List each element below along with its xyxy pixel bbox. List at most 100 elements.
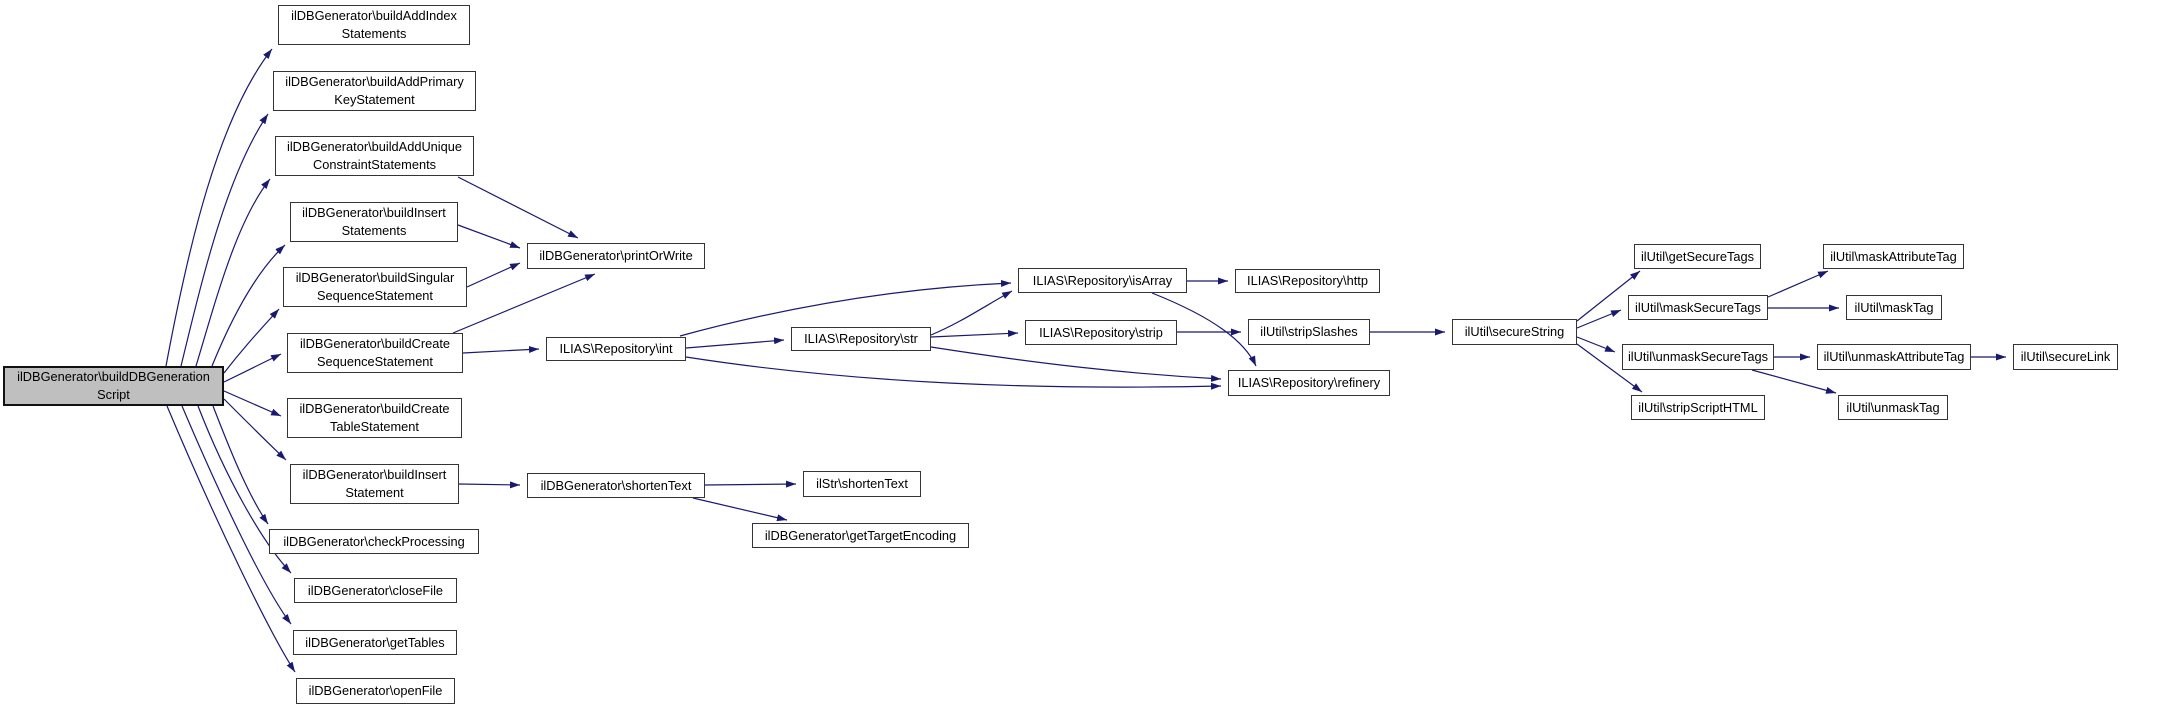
edge-buildDBGenerationScript-to-checkProcessing	[212, 405, 269, 525]
node-maskTag[interactable]: ilUtil\maskTag	[1846, 295, 1942, 320]
node-str[interactable]: ILIAS\Repository\str	[791, 327, 931, 351]
node-maskSecureTags[interactable]: ilUtil\maskSecureTags	[1628, 295, 1768, 320]
edge-buildDBGenerationScript-to-buildAddUniqueConstraintStatements	[195, 178, 271, 367]
edge-unmaskSecureTags-to-unmaskTag	[1751, 369, 1837, 394]
node-http[interactable]: ILIAS\Repository\http	[1235, 269, 1380, 293]
edge-buildAddUniqueConstraintStatements-to-printOrWrite	[457, 176, 579, 239]
node-label-line: KeyStatement	[334, 92, 415, 107]
node-secureString[interactable]: ilUtil\secureString	[1452, 319, 1577, 345]
edge-int-to-str	[685, 337, 785, 349]
node-label-line: ilDBGenerator\getTables	[305, 634, 445, 650]
edge-secureString-to-getSecureTags	[1576, 270, 1641, 322]
node-label-line: ilDBGenerator\buildCreate	[299, 336, 451, 351]
node-label-line: ilUtil\secureLink	[2020, 349, 2111, 364]
edge-buildDBGenerationScript-to-buildAddPrimaryKeyStatement	[180, 113, 269, 367]
node-label-line: Statements	[341, 223, 407, 238]
node-unmaskAttributeTag[interactable]: ilUtil\unmaskAttributeTag	[1817, 344, 1971, 370]
edge-str-to-strip	[930, 329, 1019, 338]
node-stripSlashes[interactable]: ilUtil\stripSlashes	[1248, 319, 1370, 345]
node-label-line: SequenceStatement	[317, 288, 433, 303]
node-label-line: ilUtil\getSecureTags	[1640, 248, 1755, 264]
node-label-line: ilDBGenerator\closeFile	[307, 582, 444, 598]
node-label-line: ilDBGenerator\buildCreate	[299, 401, 450, 416]
node-shortenText[interactable]: ilDBGenerator\shortenText	[527, 473, 705, 498]
node-label-line: ilUtil\unmaskSecureTags	[1627, 349, 1769, 364]
node-secureLink[interactable]: ilUtil\secureLink	[2013, 344, 2118, 370]
node-getTargetEncoding[interactable]: ilDBGenerator\getTargetEncoding	[752, 523, 969, 548]
node-label-line: ILIAS\Repository\str	[804, 331, 918, 346]
node-label-line: Statements	[341, 26, 407, 41]
node-label-line: ConstraintStatements	[312, 157, 437, 172]
node-label-line: ilUtil\maskTag	[1854, 299, 1934, 315]
node-printOrWrite[interactable]: ilDBGenerator\printOrWrite	[527, 243, 705, 269]
node-openFile[interactable]: ilDBGenerator\openFile	[296, 678, 455, 704]
node-label-line: ilDBGenerator\buildAddUnique	[287, 139, 462, 154]
node-label-line: ilDBGenerator\buildSingular	[295, 270, 455, 285]
node-unmaskSecureTags[interactable]: ilUtil\unmaskSecureTags	[1622, 344, 1774, 370]
edge-buildDBGenerationScript-to-openFile	[166, 405, 296, 673]
node-label-line: SequenceStatement	[317, 354, 433, 369]
edge-secureString-to-stripScriptHTML	[1576, 343, 1643, 393]
edge-secureString-to-maskSecureTags	[1576, 309, 1622, 329]
edge-buildInsertStatements-to-printOrWrite	[457, 224, 521, 249]
node-getTables[interactable]: ilDBGenerator\getTables	[293, 630, 457, 655]
node-label-line: ilUtil\unmaskAttributeTag	[1823, 349, 1965, 364]
node-label-line: ilUtil\stripSlashes	[1260, 324, 1358, 339]
edge-shortenText-to-getTargetEncoding	[692, 497, 788, 522]
node-label-line: ilDBGenerator\buildAddPrimary	[285, 74, 464, 89]
edge-buildCreateSequenceStatement-to-printOrWrite	[452, 273, 596, 334]
node-strip[interactable]: ILIAS\Repository\strip	[1025, 320, 1177, 345]
node-stripScriptHTML[interactable]: ilUtil\stripScriptHTML	[1631, 395, 1765, 420]
edge-buildDBGenerationScript-to-buildInsertStatement	[223, 398, 287, 461]
node-label-line: ilUtil\maskSecureTags	[1635, 299, 1761, 315]
node-label-line: TableStatement	[330, 419, 419, 434]
node-isArray[interactable]: ILIAS\Repository\isArray	[1018, 268, 1187, 293]
edge-buildDBGenerationScript-to-buildCreateTableStatement	[223, 390, 282, 417]
node-refinery[interactable]: ILIAS\Repository\refinery	[1228, 370, 1390, 396]
node-label-line: ilUtil\maskAttributeTag	[1830, 248, 1957, 264]
node-unmaskTag[interactable]: ilUtil\unmaskTag	[1838, 395, 1948, 420]
node-label-line: ILIAS\Repository\int	[559, 341, 673, 356]
node-int[interactable]: ILIAS\Repository\int	[546, 337, 686, 361]
edge-buildDBGenerationScript-to-buildAddIndexStatements	[165, 48, 273, 367]
node-label-line: Statement	[345, 485, 404, 500]
node-getSecureTags[interactable]: ilUtil\getSecureTags	[1634, 244, 1761, 269]
node-closeFile[interactable]: ilDBGenerator\closeFile	[294, 578, 457, 603]
node-label-line: ilDBGenerator\checkProcessing	[283, 533, 465, 549]
node-label-line: ILIAS\Repository\refinery	[1237, 375, 1381, 390]
node-label-line: ilDBGenerator\buildInsert	[302, 205, 446, 220]
node-label-line: ilDBGenerator\buildAddIndex	[291, 8, 457, 23]
edge-secureString-to-unmaskSecureTags	[1576, 336, 1616, 353]
node-label-line: ilUtil\stripScriptHTML	[1638, 399, 1758, 415]
node-label-line: ilUtil\unmaskTag	[1846, 399, 1940, 415]
edge-shortenText-to-ilStrShortenText	[704, 480, 797, 488]
node-label-line: ilDBGenerator\getTargetEncoding	[764, 527, 957, 543]
edge-int-to-isArray	[679, 279, 1012, 337]
node-label-line: ilUtil\secureString	[1464, 324, 1565, 339]
edge-buildDBGenerationScript-to-buildCreateSequenceStatement	[223, 353, 282, 383]
node-label-line: ILIAS\Repository\isArray	[1032, 272, 1173, 288]
node-ilStrShortenText[interactable]: ilStr\shortenText	[803, 471, 921, 497]
node-checkProcessing[interactable]: ilDBGenerator\checkProcessing	[269, 529, 479, 554]
edge-str-to-refinery	[930, 346, 1222, 382]
edge-maskSecureTags-to-maskAttributeTag	[1767, 270, 1829, 298]
edge-buildDBGenerationScript-to-buildInsertStatements	[211, 244, 286, 367]
edge-buildDBGenerationScript-to-getTables	[181, 405, 292, 625]
node-maskAttributeTag[interactable]: ilUtil\maskAttributeTag	[1823, 244, 1964, 269]
node-label-line: ilDBGenerator\printOrWrite	[539, 248, 693, 263]
edge-buildDBGenerationScript-to-buildSingularSequenceStatement	[223, 308, 280, 374]
node-label-line: ilDBGenerator\buildInsert	[302, 467, 447, 482]
node-label-line: ilDBGenerator\shortenText	[540, 477, 692, 493]
edge-buildCreateSequenceStatement-to-int	[462, 346, 540, 354]
